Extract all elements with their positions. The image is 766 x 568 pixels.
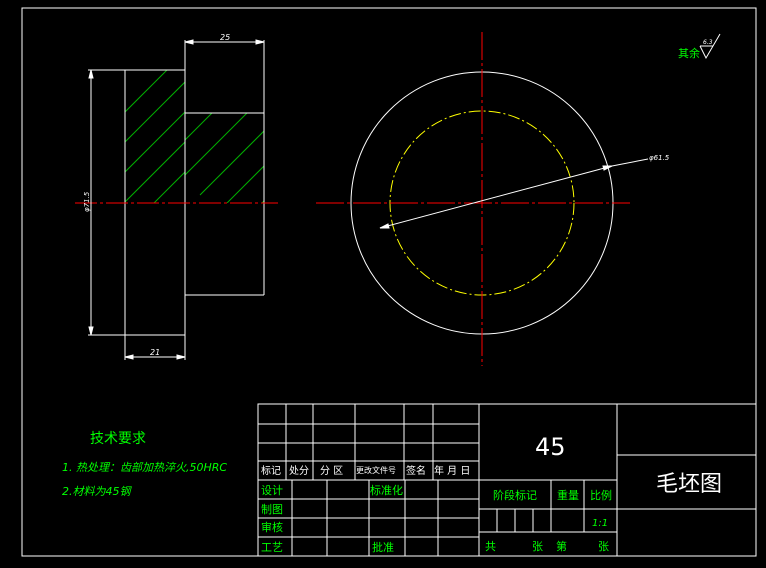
dim-diameter-left-label: φ71.5 bbox=[83, 191, 91, 212]
dim-diameter-left bbox=[88, 69, 94, 336]
label-scale: 比例 bbox=[590, 488, 612, 502]
front-view: φ61.5 bbox=[316, 32, 670, 366]
roughness-check-icon bbox=[699, 33, 721, 60]
label-approve: 批准 bbox=[372, 540, 394, 554]
dim-diameter-right-label: φ61.5 bbox=[649, 154, 670, 162]
label-drafting: 制图 bbox=[261, 503, 283, 516]
label-weight: 重量 bbox=[557, 488, 579, 502]
rev-header-mark: 标记 bbox=[261, 465, 281, 477]
rev-header-sign: 签名 bbox=[406, 464, 426, 477]
label-sheet-unit: 张 bbox=[598, 540, 609, 553]
label-standardize: 标准化 bbox=[370, 483, 403, 497]
tech-line-2: 2.材料为45钢 bbox=[62, 485, 132, 498]
roughness-label: 其余 bbox=[678, 46, 700, 60]
title-block bbox=[257, 403, 757, 557]
dim-diameter-right bbox=[379, 158, 649, 229]
label-review: 审核 bbox=[261, 520, 283, 534]
tech-title: 技术要求 bbox=[90, 431, 146, 447]
tech-line-1: 1. 热处理：齿部加热淬火,50HRC bbox=[62, 461, 227, 474]
dim-top bbox=[184, 39, 265, 45]
rev-header-file: 更改文件号 bbox=[356, 465, 396, 475]
roughness-symbol: 其余 6.3 bbox=[678, 33, 721, 60]
rev-header-count: 处分 bbox=[289, 465, 309, 477]
dim-bottom bbox=[124, 335, 186, 360]
rev-header-date: 年 月 日 bbox=[434, 464, 470, 477]
label-stage-mark: 阶段标记 bbox=[493, 488, 537, 502]
drawing-name: 毛坯图 bbox=[656, 472, 722, 497]
label-process: 工艺 bbox=[261, 541, 283, 554]
label-total: 共 bbox=[485, 540, 496, 553]
hatching-2 bbox=[185, 113, 264, 203]
label-sheets: 张 bbox=[532, 540, 543, 553]
material-value: 45 bbox=[535, 433, 566, 461]
label-design: 设计 bbox=[261, 484, 283, 497]
rev-headers: 标记 处分 分 区 更改文件号 签名 年 月 日 bbox=[261, 464, 470, 477]
rev-header-zone: 分 区 bbox=[320, 465, 343, 477]
hatching bbox=[125, 70, 185, 203]
dim-bottom-label: 21 bbox=[150, 348, 160, 357]
section-view: 25 21 φ71.5 bbox=[75, 33, 278, 360]
roughness-value: 6.3 bbox=[703, 39, 713, 46]
dim-top-label: 25 bbox=[220, 33, 230, 42]
scale-value: 1:1 bbox=[592, 518, 608, 529]
label-sheet-no: 第 bbox=[556, 539, 567, 553]
